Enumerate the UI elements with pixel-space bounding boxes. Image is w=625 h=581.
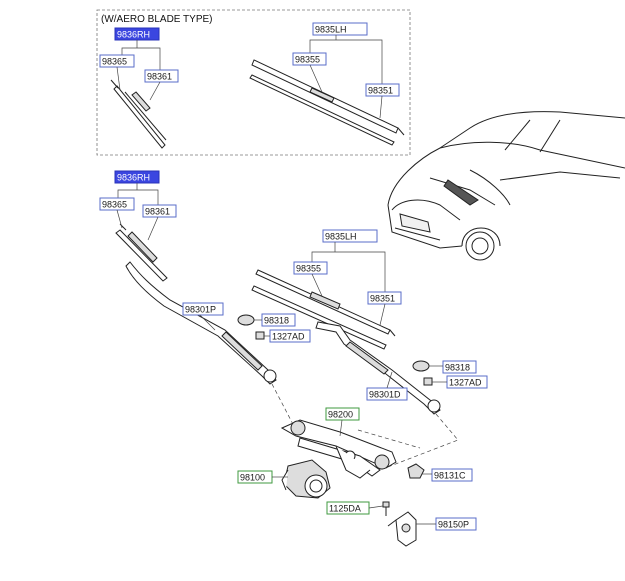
svg-text:98351: 98351 [370,294,395,304]
nut-passenger [255,331,265,340]
svg-text:98318: 98318 [445,363,470,373]
bolt-part [382,501,390,516]
label-1125da[interactable]: 1125DA [326,501,370,515]
svg-text:1327AD: 1327AD [449,378,482,388]
label-98100[interactable]: 98100 [237,470,273,484]
label-1327ad-driver[interactable]: 1327AD [446,375,488,389]
leader-std-lh [311,242,386,292]
aero-lh-blade [249,59,405,146]
svg-text:98131C: 98131C [434,471,466,481]
label-std-98355[interactable]: 98355 [293,261,328,275]
wiper-linkage [280,419,397,479]
label-std-98361[interactable]: 98361 [142,204,177,218]
svg-text:98365: 98365 [102,200,127,210]
label-std-98365[interactable]: 98365 [99,197,135,211]
label-98318-passenger[interactable]: 98318 [261,313,296,327]
svg-text:9835LH: 9835LH [315,25,347,35]
leader-std-98351 [379,303,386,326]
svg-text:98355: 98355 [296,264,321,274]
svg-text:98361: 98361 [145,207,170,217]
leader-aero-rh [121,40,161,70]
svg-text:98301P: 98301P [185,305,216,315]
aero-inset-frame [96,9,411,156]
leader-98301d [386,371,393,389]
svg-text:9836RH: 9836RH [117,173,150,183]
label-1327ad-passenger[interactable]: 1327AD [269,329,311,343]
label-98150p[interactable]: 98150P [435,517,477,531]
dash-line-passenger [271,383,297,431]
label-98200[interactable]: 98200 [325,407,360,421]
nut-driver [423,377,433,386]
label-aero-9835lh[interactable]: 9835LH [312,22,368,36]
leader-std-98365 [116,209,123,229]
svg-text:1125DA: 1125DA [329,504,361,514]
leader-aero-98365 [116,66,121,91]
svg-text:98301D: 98301D [369,390,401,400]
label-aero-98351[interactable]: 98351 [365,83,400,97]
cap-driver [412,360,430,372]
label-98301p[interactable]: 98301P [182,302,224,316]
cap-passenger [237,314,255,326]
leader-aero-lh [309,35,383,84]
svg-text:98351: 98351 [368,86,393,96]
label-std-98351[interactable]: 98351 [367,291,402,305]
leader-aero-98351 [379,95,383,119]
svg-text:98355: 98355 [295,55,320,65]
wiper-arm-driver [315,321,441,415]
leader-98301p [199,314,216,331]
leader-aero-98361 [149,81,161,101]
leader-98200 [339,419,343,437]
std-lh-blade [251,269,396,350]
std-rh-blade [115,223,168,282]
svg-text:1327AD: 1327AD [272,332,305,342]
svg-text:98361: 98361 [147,72,172,82]
label-std-9836rh[interactable]: 9836RH [114,170,160,184]
svg-text:9835LH: 9835LH [325,232,357,242]
label-98318-driver[interactable]: 98318 [442,360,477,374]
leader-std-98355 [311,273,323,297]
leader-std-rh [117,183,159,205]
svg-text:98150P: 98150P [438,520,469,530]
label-aero-98355[interactable]: 98355 [292,52,327,66]
aero-blade-header: (W/AERO BLADE TYPE) [101,14,213,25]
svg-text:98200: 98200 [328,410,353,420]
svg-text:98365: 98365 [102,57,127,67]
label-98131c[interactable]: 98131C [431,468,473,482]
svg-text:98100: 98100 [240,473,265,483]
svg-text:9836RH: 9836RH [117,30,150,40]
label-aero-98365[interactable]: 98365 [99,54,135,68]
aero-rh-blade [110,79,167,149]
leader-aero-98355 [309,64,323,93]
car-illustration [387,111,625,261]
label-aero-9836rh[interactable]: 9836RH [114,27,160,41]
leader-std-98361 [147,216,159,241]
leader-1125da [368,505,384,509]
wiper-arm-passenger [125,261,277,385]
bracket-part [387,511,417,547]
label-std-9835lh[interactable]: 9835LH [322,229,378,243]
label-aero-98361[interactable]: 98361 [144,69,179,83]
dash-line-mid [357,429,421,449]
label-98301d[interactable]: 98301D [366,387,408,401]
svg-text:98318: 98318 [264,316,289,326]
wiper-motor [281,459,331,499]
cover-part [407,463,425,479]
